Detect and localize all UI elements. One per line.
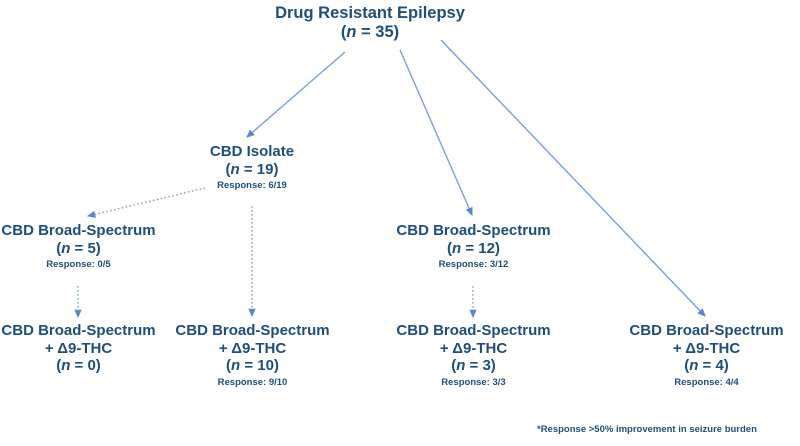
node-thc-10[interactable]: CBD Broad-Spectrum + Δ9-THC (n = 10) Res… xyxy=(171,322,334,388)
node-thc-4-label: CBD Broad-Spectrum xyxy=(629,322,784,339)
node-thc-4-label2: + Δ9-THC xyxy=(672,339,741,357)
edge-root-to-broad-12 xyxy=(399,49,473,217)
node-thc-3-response: Response: 3/3 xyxy=(441,377,506,389)
node-cbd-isolate-count: (n = 19) xyxy=(225,160,279,178)
node-thc-3-count: (n = 3) xyxy=(451,357,496,375)
node-thc-4[interactable]: CBD Broad-Spectrum + Δ9-THC (n = 4) Resp… xyxy=(625,322,788,388)
node-broad-5-response: Response: 0/5 xyxy=(46,259,111,271)
node-broad-12[interactable]: CBD Broad-Spectrum (n = 12) Response: 3/… xyxy=(392,222,555,271)
node-thc-3-label2: + Δ9-THC xyxy=(439,339,508,357)
node-thc-10-label2: + Δ9-THC xyxy=(218,339,287,357)
node-thc-4-response: Response: 4/4 xyxy=(674,377,739,389)
node-thc-10-response: Response: 9/10 xyxy=(217,377,288,389)
node-broad-5[interactable]: CBD Broad-Spectrum (n = 5) Response: 0/5 xyxy=(0,222,160,271)
node-broad-5-count: (n = 5) xyxy=(56,239,101,257)
edge-root-to-thc-4 xyxy=(440,39,706,317)
node-broad-12-label: CBD Broad-Spectrum xyxy=(396,222,551,239)
node-cbd-isolate-response: Response: 6/19 xyxy=(217,180,287,192)
node-root[interactable]: Drug Resistant Epilepsy (n = 35) xyxy=(260,4,480,43)
node-root-label: Drug Resistant Epilepsy xyxy=(275,4,465,22)
edge-cbd-isolate-to-broad-5 xyxy=(86,187,206,218)
footnote: *Response >50% improvement in seizure bu… xyxy=(537,424,757,435)
node-thc-10-label: CBD Broad-Spectrum xyxy=(175,322,330,339)
node-broad-12-response: Response: 3/12 xyxy=(438,259,509,271)
node-thc-3[interactable]: CBD Broad-Spectrum + Δ9-THC (n = 3) Resp… xyxy=(392,322,555,388)
node-thc-0-label2: + Δ9-THC xyxy=(44,339,113,357)
edge-root-to-cbd-isolate xyxy=(246,51,346,138)
node-thc-10-count: (n = 10) xyxy=(226,357,279,375)
node-thc-4-count: (n = 4) xyxy=(684,357,729,375)
node-broad-12-count: (n = 12) xyxy=(447,239,500,257)
node-broad-5-label: CBD Broad-Spectrum xyxy=(1,222,156,239)
node-cbd-isolate-label: CBD Isolate xyxy=(209,143,295,160)
node-thc-0-label: CBD Broad-Spectrum xyxy=(1,322,156,339)
node-cbd-isolate[interactable]: CBD Isolate (n = 19) Response: 6/19 xyxy=(172,143,332,192)
node-root-count: (n = 35) xyxy=(340,23,400,42)
node-thc-0-count: (n = 0) xyxy=(56,357,101,375)
node-thc-0[interactable]: CBD Broad-Spectrum + Δ9-THC (n = 0) xyxy=(0,322,160,375)
node-thc-3-label: CBD Broad-Spectrum xyxy=(396,322,551,339)
